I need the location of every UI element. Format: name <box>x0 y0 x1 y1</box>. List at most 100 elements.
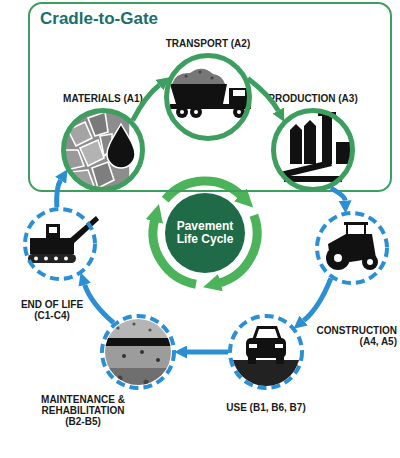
group-title: Cradle-to-Gate <box>40 9 158 29</box>
car-road-icon <box>252 326 282 340</box>
stage-label: MAINTENANCE & REHABILITATION (B2-B5) <box>37 394 129 427</box>
stage-circle-shape <box>228 314 304 390</box>
dump-truck-icon <box>211 77 214 80</box>
stage-circle-dashed <box>102 316 174 388</box>
hub-text-wrap: Pavement Life Cycle <box>165 193 245 273</box>
stage-circle-shape <box>61 108 145 192</box>
stage-label: CONSTRUCTION (A4, A5) <box>312 325 397 347</box>
roller-icon <box>334 254 342 262</box>
pavement-layers-icon <box>122 354 126 358</box>
stage-node: TRANSPORT (A2) <box>164 53 252 141</box>
hub-title: Pavement Life Cycle <box>173 220 237 246</box>
stage-circle <box>167 56 250 139</box>
dump-truck-icon <box>185 75 188 78</box>
stage-group-box: Cradle-to-GateMATERIALS (A1)TRANSPORT (A… <box>28 2 392 192</box>
stage-label: MATERIALS (A1) <box>43 93 163 104</box>
asphalt-plant-icon <box>336 142 350 164</box>
asphalt-plant-icon <box>304 120 316 126</box>
flow-arrow <box>187 350 228 355</box>
pavement-layers-icon <box>100 318 180 338</box>
milling-machine-icon <box>30 238 74 254</box>
dump-truck-icon <box>172 69 225 84</box>
stage-circle-shape <box>23 207 97 281</box>
asphalt-plant-icon <box>280 160 332 178</box>
stage-node: CONSTRUCTION (A4, A5) <box>315 211 389 285</box>
dump-truck-icon <box>229 88 249 104</box>
stage-label: PRODUCTION (A3) <box>253 93 373 104</box>
stage-node: MATERIALS (A1) <box>61 108 145 192</box>
stage-label-wrap: END OF LIFE (C1-C4) <box>16 299 88 321</box>
car-road-icon <box>228 326 308 394</box>
flow-arrow <box>248 78 278 110</box>
stage-node: PRODUCTION (A3) <box>271 108 355 192</box>
dump-truck-icon <box>233 90 245 96</box>
milling-machine-icon <box>44 257 48 261</box>
roller-icon <box>326 246 350 270</box>
roller-icon <box>364 224 366 234</box>
asphalt-plant-icon <box>290 130 302 164</box>
stage-circle-dashed <box>25 209 95 279</box>
flow-arrow <box>331 188 345 201</box>
car-road-icon <box>246 338 286 358</box>
pavement-layers-icon <box>156 358 160 362</box>
dump-truck-icon <box>176 106 188 118</box>
milling-machine-icon <box>46 224 60 240</box>
roller-icon <box>367 259 373 265</box>
car-road-icon <box>276 356 284 364</box>
stage-node: USE (B1, B6, B7) <box>228 314 304 390</box>
car-road-icon <box>275 344 283 348</box>
hub-node: Pavement Life Cycle <box>165 193 245 273</box>
hub-circle <box>165 193 245 273</box>
dump-truck-icon <box>237 110 241 114</box>
dump-truck-icon <box>190 106 202 118</box>
pavement-layers-icon <box>132 322 135 325</box>
dump-truck-icon <box>170 84 227 104</box>
flow-arrow <box>304 278 331 320</box>
stage-circle-shape <box>164 53 252 141</box>
binder-drop-icon <box>107 124 135 168</box>
pavement-layers-icon <box>116 326 119 329</box>
stage-label-wrap: PRODUCTION (A3) <box>253 93 373 104</box>
pavement-layers-icon <box>140 350 144 354</box>
stage-label: TRANSPORT (A2) <box>148 38 268 49</box>
car-road-icon <box>256 329 278 338</box>
stage-circle-dashed <box>317 213 387 283</box>
stage-label-wrap: CONSTRUCTION (A4, A5) <box>312 325 397 347</box>
stage-label-wrap: MATERIALS (A1) <box>43 93 163 104</box>
milling-machine-icon <box>64 257 68 261</box>
stage-circle <box>64 111 143 190</box>
stage-label: END OF LIFE (C1-C4) <box>16 299 88 321</box>
pavement-layers-icon <box>100 346 180 368</box>
stage-circle-shape <box>271 108 355 192</box>
milling-machine-icon <box>49 227 57 233</box>
stage-circle-shape <box>315 211 389 285</box>
flow-arrow <box>57 180 61 207</box>
aggregate-icon <box>92 162 114 188</box>
stage-label-wrap: TRANSPORT (A2) <box>148 38 268 49</box>
stage-label-wrap: MAINTENANCE & REHABILITATION (B2-B5) <box>37 394 129 427</box>
aggregate-icon <box>88 112 108 136</box>
car-road-icon <box>249 344 257 348</box>
flow-arrow <box>133 85 160 120</box>
stage-label: USE (B1, B6, B7) <box>211 402 321 413</box>
milling-machine-icon <box>34 257 38 261</box>
roller-icon <box>362 254 378 270</box>
stage-node: MAINTENANCE & REHABILITATION (B2-B5) <box>100 314 176 390</box>
stage-circle-dashed <box>230 316 302 388</box>
roller-icon <box>326 222 378 270</box>
milling-machine-icon <box>28 254 76 263</box>
pavement-layers-icon <box>148 328 151 331</box>
asphalt-plant-icon <box>322 114 332 164</box>
milling-machine-icon <box>54 257 58 261</box>
stage-node: END OF LIFE (C1-C4) <box>23 207 97 281</box>
dump-truck-icon <box>180 110 184 114</box>
car-road-icon <box>248 356 256 364</box>
cycle-arrows <box>153 181 257 284</box>
stage-circle-shape <box>100 314 176 390</box>
flow-arrow <box>85 285 114 323</box>
stage-circle <box>274 111 353 190</box>
dump-truck-icon <box>199 71 202 74</box>
pavement-layers-icon <box>144 380 149 385</box>
